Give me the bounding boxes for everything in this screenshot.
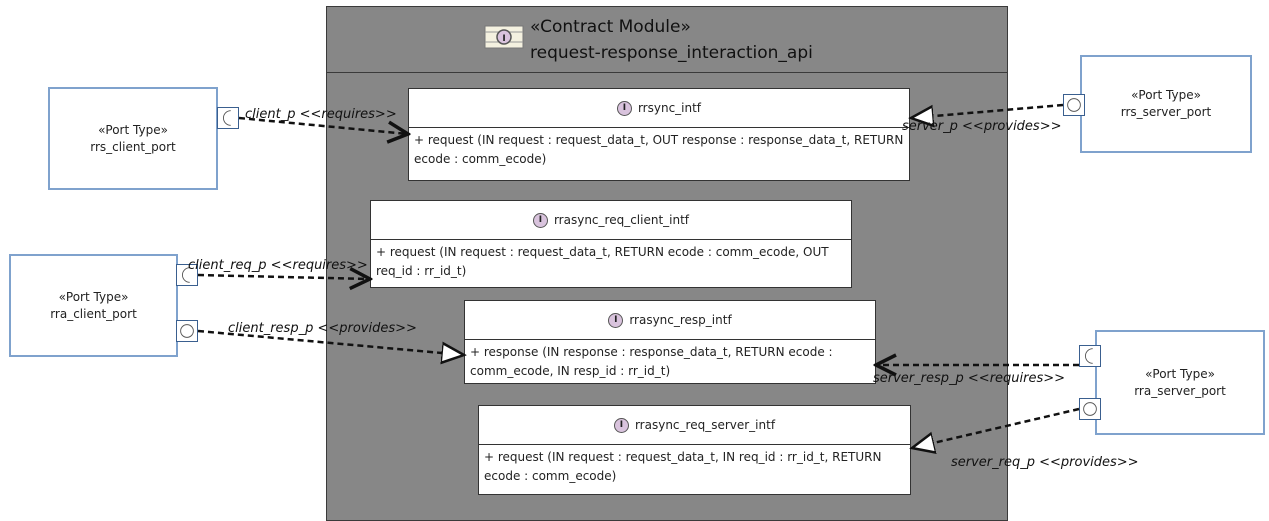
port-server-p[interactable] xyxy=(1063,94,1085,116)
port-client-resp-p[interactable] xyxy=(176,320,198,342)
label-client-p: client_p <<requires>> xyxy=(245,107,397,122)
label-client-resp-p: client_resp_p <<provides>> xyxy=(228,321,417,336)
port-type-rra-client[interactable]: «Port Type» rra_client_port xyxy=(9,254,178,357)
interface-name: rrasync_req_client_intf xyxy=(553,213,690,227)
label-server-resp-p: server_resp_p <<requires>> xyxy=(873,371,1066,386)
contract-module-icon: I xyxy=(484,25,524,49)
port-type-stereotype: «Port Type» xyxy=(1145,366,1215,381)
interface-rrasync-req-client[interactable]: I rrasync_req_client_intf + request (IN … xyxy=(370,200,852,288)
module-stereotype: «Contract Module» xyxy=(530,17,691,37)
interface-header: I rrasync_req_server_intf xyxy=(479,406,910,445)
interface-icon: I xyxy=(616,100,632,116)
interface-header: I rrsync_intf xyxy=(409,89,909,128)
interface-icon: I xyxy=(532,212,548,228)
interface-icon: I xyxy=(608,312,624,328)
interface-name: rrasync_resp_intf xyxy=(629,313,732,327)
port-server-req-p[interactable] xyxy=(1079,398,1101,420)
port-client-p[interactable] xyxy=(217,107,239,129)
interface-header: I rrasync_resp_intf xyxy=(465,301,875,340)
port-type-name: rra_server_port xyxy=(1134,383,1226,398)
interface-operation: + request (IN request : request_data_t, … xyxy=(376,245,829,278)
port-client-req-p[interactable] xyxy=(176,264,198,286)
module-name: request-response_interaction_api xyxy=(530,43,813,63)
module-divider xyxy=(326,72,1008,73)
port-server-resp-p[interactable] xyxy=(1079,345,1101,367)
label-client-req-p: client_req_p <<requires>> xyxy=(188,258,368,273)
interface-rrsync[interactable]: I rrsync_intf + request (IN request : re… xyxy=(408,88,910,181)
label-server-p: server_p <<provides>> xyxy=(902,119,1062,134)
interface-header: I rrasync_req_client_intf xyxy=(371,201,851,240)
interface-name: rrsync_intf xyxy=(637,101,702,115)
interface-icon: I xyxy=(613,417,629,433)
interface-operation: + request (IN request : request_data_t, … xyxy=(484,450,882,483)
svg-text:I: I xyxy=(502,34,505,44)
port-type-rrs-client[interactable]: «Port Type» rrs_client_port xyxy=(48,87,218,190)
interface-name: rrasync_req_server_intf xyxy=(634,418,776,432)
interface-operation: + response (IN response : response_data_… xyxy=(470,345,833,378)
interface-rrasync-resp[interactable]: I rrasync_resp_intf + response (IN respo… xyxy=(464,300,876,384)
port-type-stereotype: «Port Type» xyxy=(58,289,129,304)
port-type-name: rrs_server_port xyxy=(1120,105,1212,119)
interface-operation: + request (IN request : request_data_t, … xyxy=(414,133,904,166)
port-type-rrs-server[interactable]: «Port Type» rrs_server_port xyxy=(1080,55,1252,153)
port-type-name: rra_client_port xyxy=(50,306,137,321)
port-type-stereotype: «Port Type» xyxy=(98,122,168,137)
label-server-req-p: server_req_p <<provides>> xyxy=(951,455,1139,470)
interface-rrasync-req-server[interactable]: I rrasync_req_server_intf + request (IN … xyxy=(478,405,911,495)
port-type-name: rrs_client_port xyxy=(90,139,176,154)
port-type-rra-server[interactable]: «Port Type» rra_server_port xyxy=(1095,330,1265,435)
port-type-stereotype: «Port Type» xyxy=(1131,88,1201,102)
